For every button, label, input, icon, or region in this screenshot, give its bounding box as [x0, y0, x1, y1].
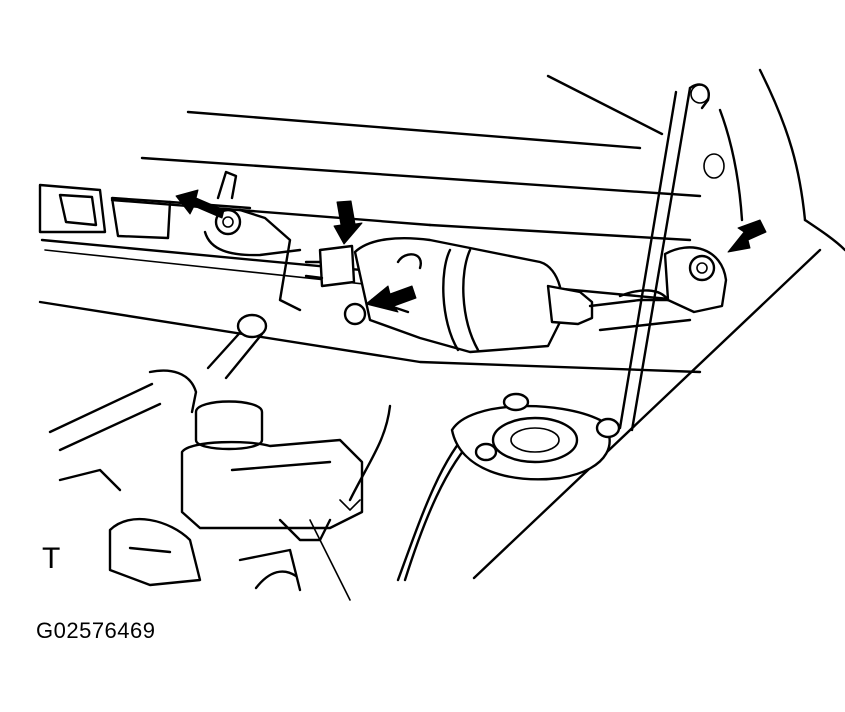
strut-mount: [450, 392, 621, 481]
wiper-link-bracket: [203, 170, 302, 312]
arrow-mount-bolt-right: [727, 219, 767, 253]
lower-engine-parts: [58, 468, 351, 601]
arrow-connector-lower: [365, 285, 417, 313]
arrow-bracket-bolt-left: [175, 189, 225, 219]
view-mark-label: T: [42, 542, 61, 575]
callout-arrows: [175, 189, 767, 313]
body-panel-right: [472, 68, 845, 580]
arrow-connector-top: [333, 200, 363, 245]
washer-hose: [48, 313, 268, 452]
reservoir: [180, 400, 364, 542]
hood-lines: [110, 74, 702, 242]
motor-mount-bracket: [618, 246, 728, 314]
figure-id-label: G02576469: [36, 618, 156, 643]
